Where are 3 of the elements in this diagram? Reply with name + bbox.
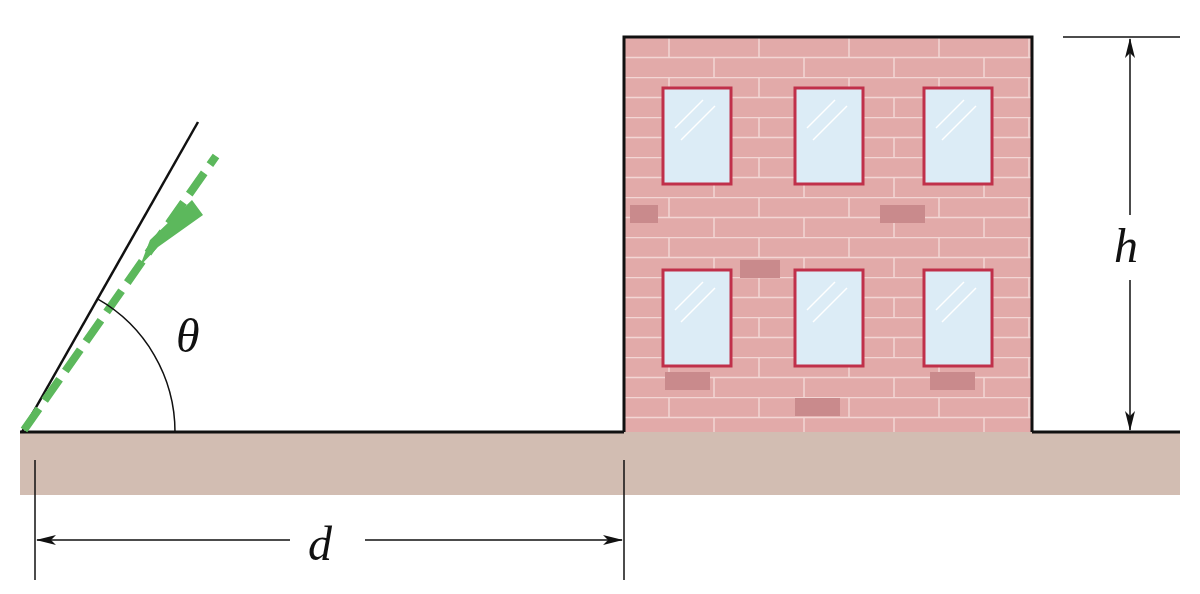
- angle-label: θ: [176, 312, 200, 360]
- dimension-label: d: [308, 520, 332, 568]
- dimension-label: h: [1114, 222, 1138, 270]
